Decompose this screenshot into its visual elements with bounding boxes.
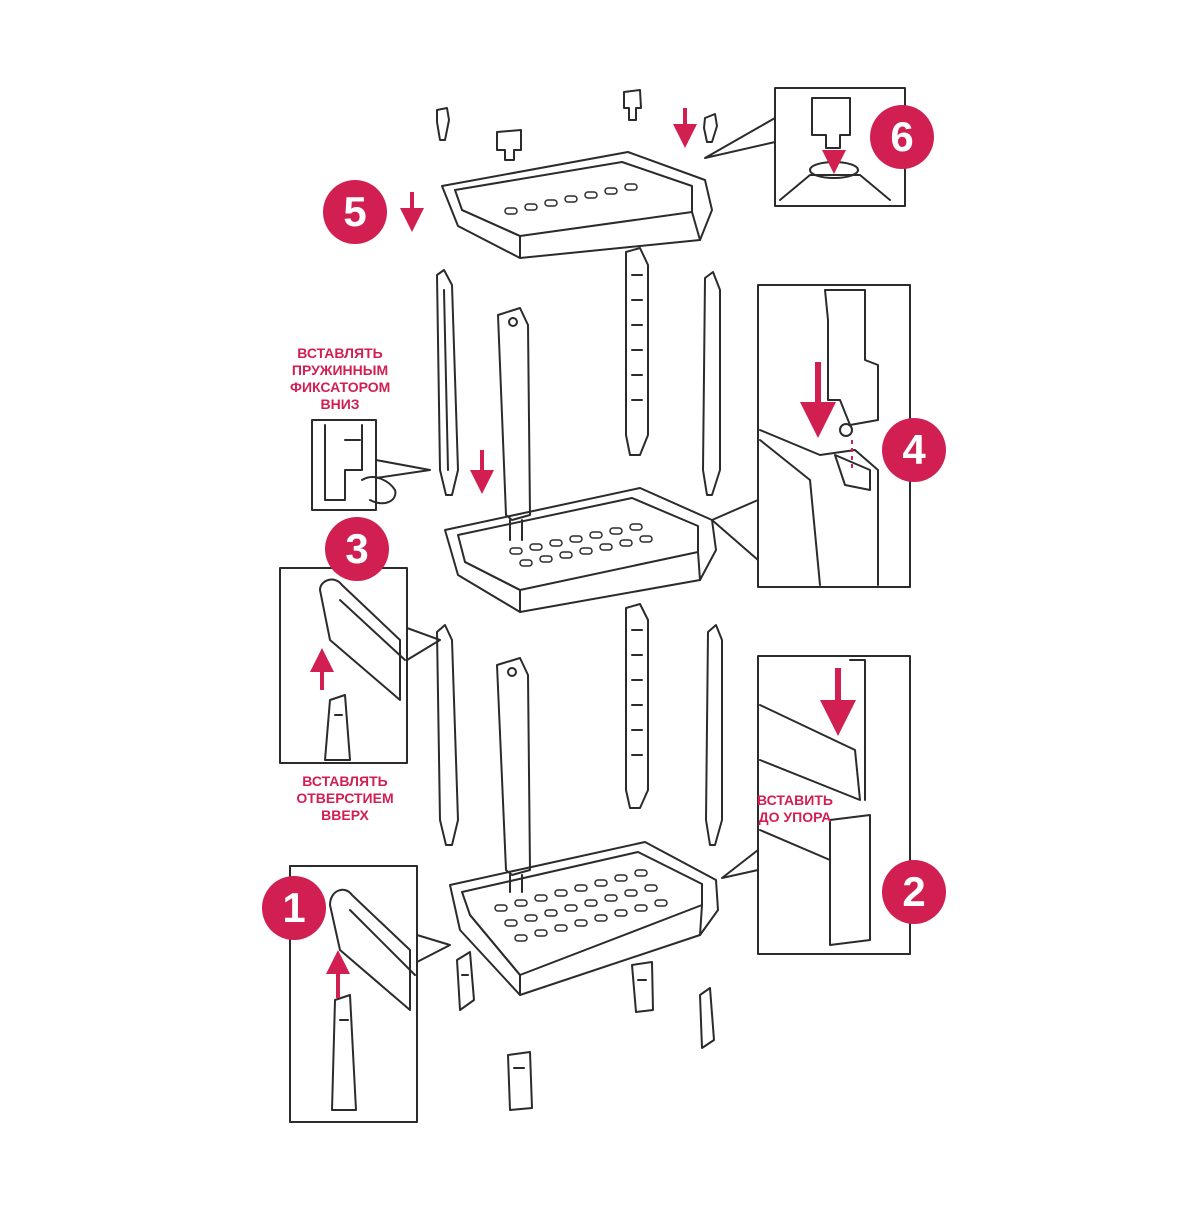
step-badge-6: 6 xyxy=(870,105,934,169)
step-badge-4: 4 xyxy=(882,418,946,482)
foot-right xyxy=(699,987,715,1049)
lower-post-left xyxy=(436,624,459,846)
middle-post-front xyxy=(497,307,531,541)
middle-post-left xyxy=(436,269,459,496)
label-hole-up: ВСТАВЛЯТЬ ОТВЕРСТИЕМ ВВЕРХ xyxy=(296,773,394,823)
spring-latch-inset xyxy=(311,419,431,511)
callout-2-box xyxy=(721,655,911,955)
middle-post-back xyxy=(625,247,649,456)
callout-4-box xyxy=(711,284,911,588)
top-shelf xyxy=(441,151,713,259)
step-badge-1: 1 xyxy=(262,876,326,940)
callout-3-box xyxy=(279,567,441,764)
top-cap-center xyxy=(496,129,522,161)
step-badge-5: 5 xyxy=(323,180,387,244)
middle-shelf xyxy=(444,487,717,613)
foot-front xyxy=(507,1051,533,1111)
label-insert-to-stop: ВСТАВИТЬ ДО УПОРА xyxy=(757,792,833,825)
bottom-shelf xyxy=(449,841,719,996)
label-spring-latch-down: ВСТАВЛЯТЬ ПРУЖИННЫМ ФИКСАТОРОМ ВНИЗ xyxy=(290,345,391,412)
top-cap-right xyxy=(623,89,642,121)
direction-arrows xyxy=(310,108,856,998)
callout-1-box xyxy=(289,865,451,1123)
step-badge-3: 3 xyxy=(325,517,389,581)
step-badge-2: 2 xyxy=(882,860,946,924)
top-cap-far-right xyxy=(703,113,718,143)
top-cap-left xyxy=(436,107,450,141)
lower-post-right xyxy=(705,624,723,846)
foot-back xyxy=(631,961,654,1013)
foot-left xyxy=(456,951,475,1011)
lower-post-back xyxy=(625,603,649,809)
middle-post-right xyxy=(702,271,721,496)
lower-post-front xyxy=(496,657,531,893)
